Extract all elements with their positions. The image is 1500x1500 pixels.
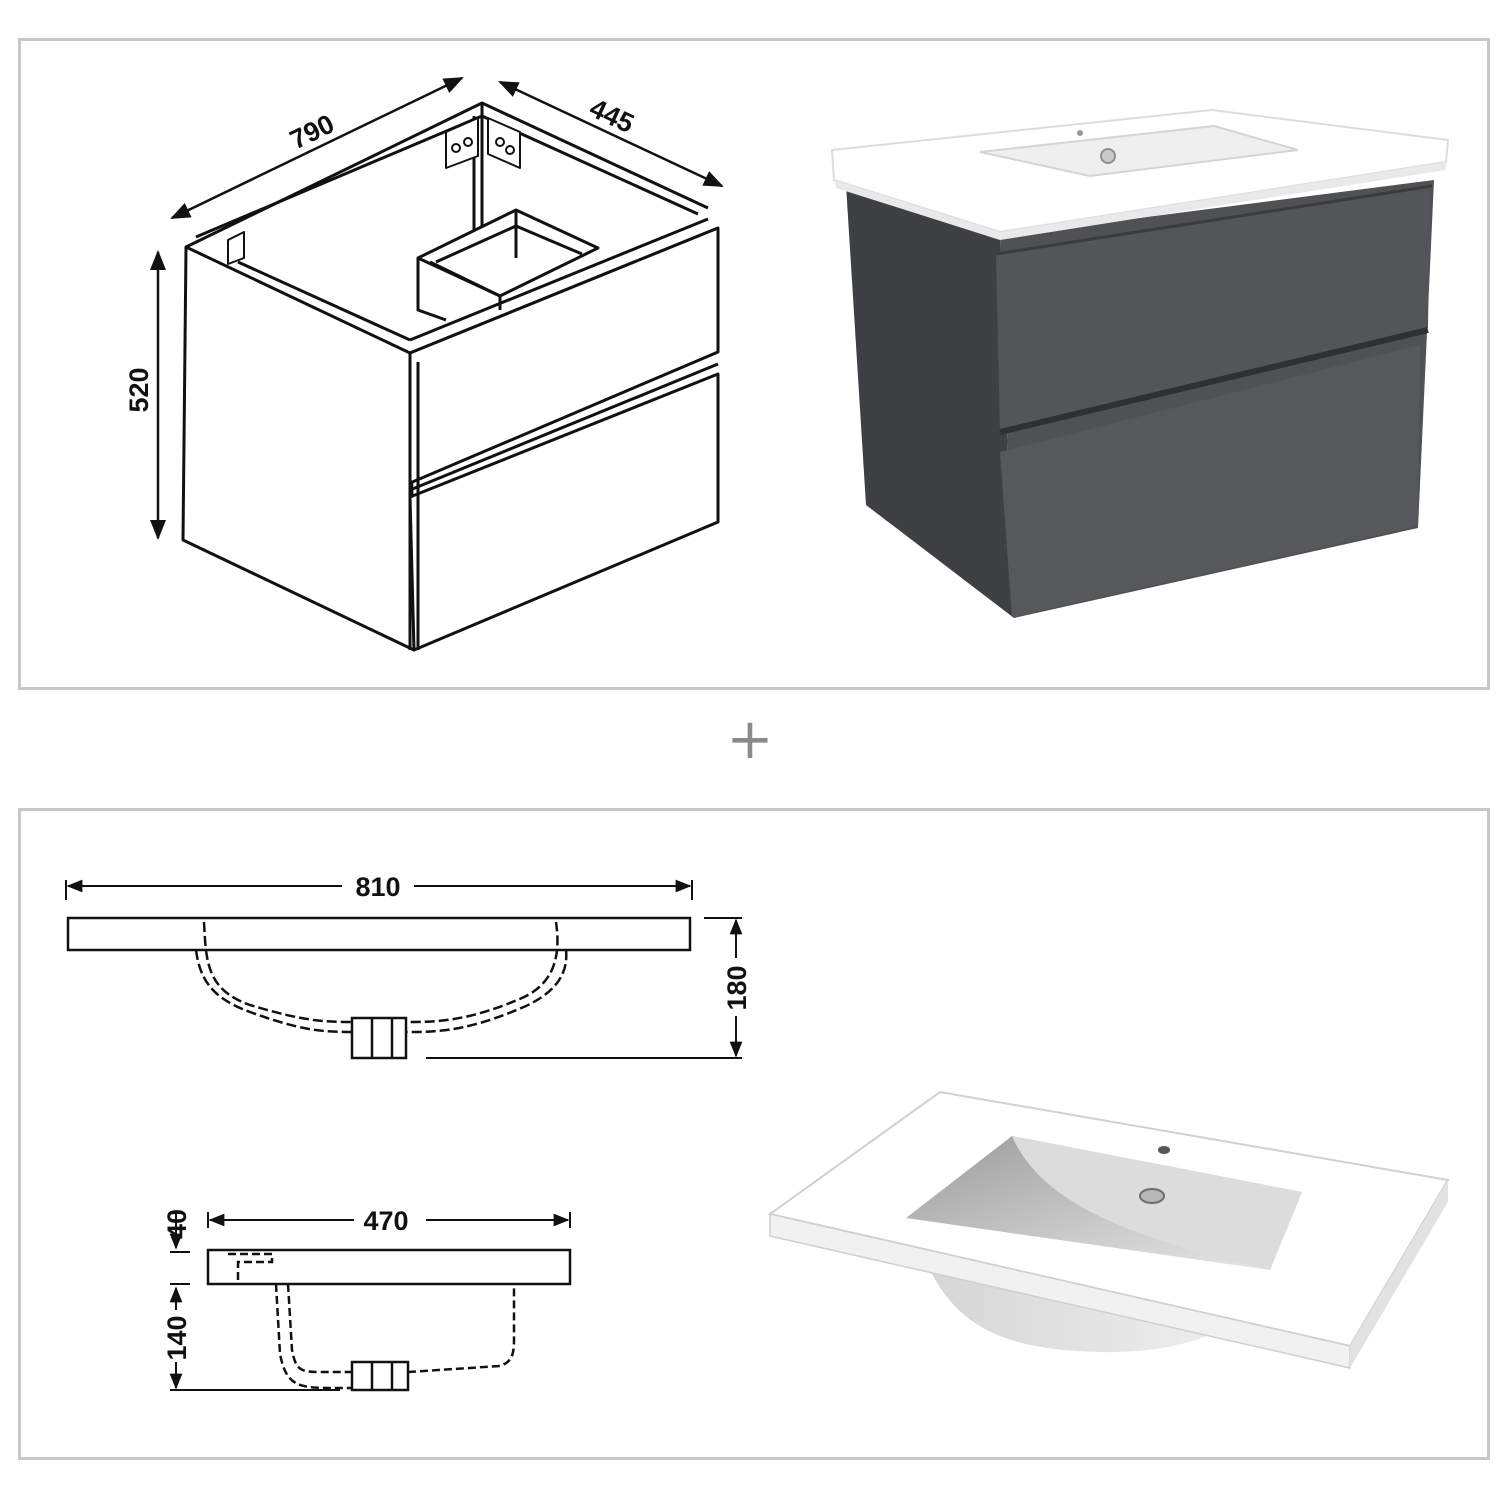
basin-front-view — [66, 916, 692, 1060]
dim-basin-width: 810 — [355, 872, 400, 902]
cabinet-dimension-lines — [150, 76, 724, 540]
dim-basin-bowl-depth: 140 — [162, 1315, 192, 1360]
dim-cabinet-height: 520 — [124, 367, 154, 412]
dim-basin-top-thickness: 40 — [162, 1209, 192, 1239]
cabinet-line-drawing — [181, 101, 720, 652]
basin-render — [767, 1090, 1450, 1369]
dim-cabinet-width: 790 — [285, 109, 339, 156]
basin-side-dimension-lines — [169, 1212, 571, 1391]
cabinet-render — [830, 108, 1450, 618]
basin-side-view — [206, 1248, 572, 1392]
dim-basin-depth: 470 — [363, 1206, 408, 1236]
bottom-panel — [18, 808, 1490, 1460]
plus-icon: + — [726, 707, 774, 772]
basin-front-dimension-lines — [65, 879, 743, 1059]
dim-basin-height: 180 — [722, 965, 752, 1010]
dim-cabinet-depth: 445 — [585, 93, 639, 139]
